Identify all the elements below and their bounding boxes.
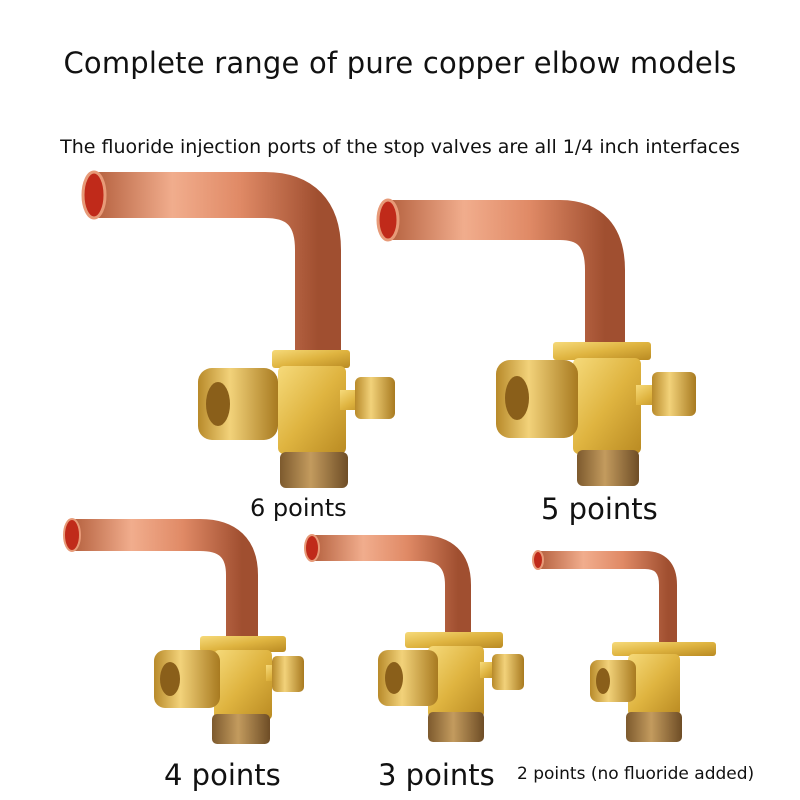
- brass-valve-body-5: [496, 342, 696, 486]
- page-title: Complete range of pure copper elbow mode…: [63, 46, 737, 80]
- bottom-nut-6: [280, 452, 348, 488]
- service-port-nut-4: [272, 656, 304, 692]
- service-port-nut-5: [652, 372, 696, 416]
- pipe-opening-6: [81, 170, 107, 220]
- copper-elbow-3: [304, 534, 471, 636]
- page-subtitle: The fluoride injection ports of the stop…: [60, 136, 740, 158]
- pipe-opening-3: [304, 534, 320, 562]
- copper-elbow-5: [376, 198, 625, 345]
- label-3-points: 3 points: [378, 758, 495, 792]
- pipe-opening-2: [532, 550, 544, 570]
- brass-valve-body-2: [590, 642, 716, 742]
- pipe-opening-4: [63, 518, 81, 552]
- bottom-nut-3: [428, 712, 484, 742]
- brass-valve-body-6: [198, 350, 395, 488]
- label-5-points: 5 points: [541, 492, 658, 526]
- bottom-nut-2: [626, 712, 682, 742]
- service-port-nut-3: [492, 654, 524, 690]
- bottom-nut-5: [577, 450, 639, 486]
- copper-elbow-2: [532, 550, 677, 642]
- label-4-points: 4 points: [164, 758, 281, 792]
- label-6-points: 6 points: [250, 494, 347, 522]
- bottom-nut-4: [212, 714, 270, 744]
- copper-elbow-4: [63, 518, 258, 640]
- copper-elbow-6: [81, 170, 341, 352]
- service-port-nut-6: [355, 377, 395, 419]
- label-2-points: 2 points (no fluoride added): [517, 764, 755, 784]
- brass-valve-body-4: [154, 636, 304, 744]
- brass-valve-body-3: [378, 632, 524, 742]
- pipe-opening-5: [376, 198, 400, 242]
